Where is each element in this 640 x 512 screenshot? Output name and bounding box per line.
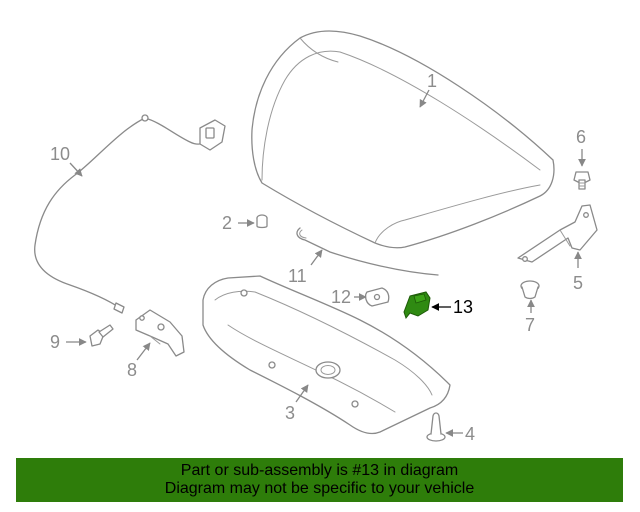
callout-4: 4 [465, 424, 475, 444]
release-cable [34, 114, 226, 314]
prop-rod [296, 227, 439, 276]
hood-insulator [202, 275, 451, 435]
hinge-bolt [573, 171, 591, 190]
callout-3: 3 [285, 403, 295, 423]
hood-bumper [256, 214, 268, 229]
callout-12: 12 [331, 287, 351, 307]
leader-lines [66, 89, 586, 437]
callout-7: 7 [525, 315, 535, 335]
callout-labels: 1 2 3 4 5 6 7 8 9 10 11 12 13 [50, 71, 586, 444]
callout-1: 1 [427, 71, 437, 91]
latch-bolt [89, 324, 114, 347]
callout-6: 6 [576, 127, 586, 147]
banner-line-disclaimer: Diagram may not be specific to your vehi… [164, 480, 475, 497]
highlighted-part-13 [403, 291, 431, 320]
clip [426, 412, 446, 442]
hood-hinge [517, 204, 598, 263]
callout-8: 8 [127, 360, 137, 380]
callout-11: 11 [288, 266, 307, 286]
callout-9: 9 [50, 332, 60, 352]
callout-5: 5 [573, 273, 583, 293]
banner-line-part-number: Part or sub-assembly is #13 in diagram [180, 462, 459, 479]
rod-bracket [365, 287, 390, 307]
callout-2: 2 [222, 213, 232, 233]
callout-13: 13 [453, 297, 473, 317]
info-banner: Part or sub-assembly is #13 in diagram D… [16, 458, 623, 502]
hood-latch [135, 309, 185, 357]
grommet [520, 280, 540, 300]
callout-10: 10 [50, 144, 70, 164]
hood-panel [251, 30, 555, 249]
